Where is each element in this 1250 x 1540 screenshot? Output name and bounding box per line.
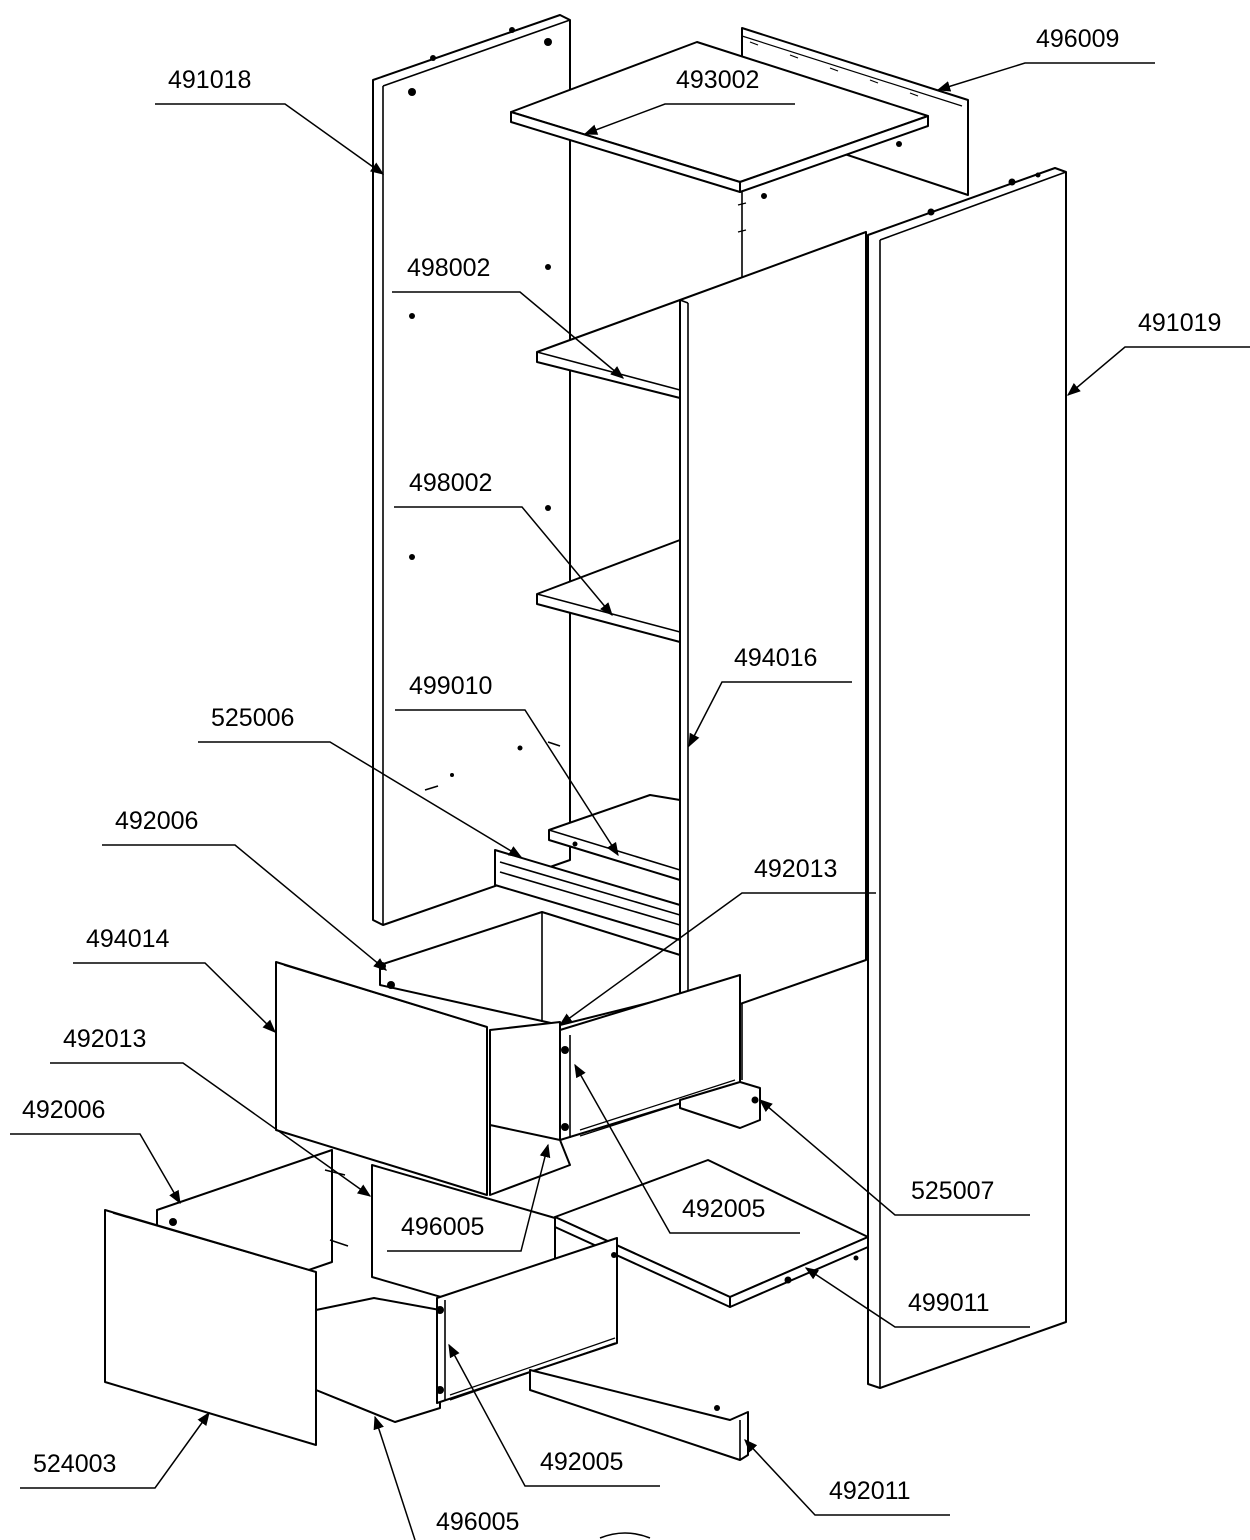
callout-499010-label: 499010 [409, 672, 492, 700]
upper-drawer-back [489, 1124, 571, 1196]
bottom-panel-499011 [554, 1159, 869, 1308]
callout-494016: 494016 [688, 644, 852, 748]
callout-496005-upper-label: 496005 [401, 1213, 484, 1241]
rail-525006 [494, 849, 681, 941]
callout-491018-label: 491018 [168, 66, 251, 94]
callout-525007-label: 525007 [911, 1177, 994, 1205]
top-panel-493002 [510, 41, 929, 199]
callout-492006-lower-label: 492006 [22, 1096, 105, 1124]
callout-492006-upper: 492006 [102, 807, 388, 971]
callout-492006-upper-label: 492006 [115, 807, 198, 835]
callout-494016-label: 494016 [734, 644, 817, 672]
callout-493002-label: 493002 [676, 66, 759, 94]
partial-arc-mark [599, 1532, 651, 1539]
callout-492005-upper-label: 492005 [682, 1195, 765, 1223]
callout-492006-lower: 492006 [10, 1096, 181, 1205]
callout-499010: 499010 [395, 672, 619, 857]
callout-524003-label: 524003 [33, 1450, 116, 1478]
callout-491018: 491018 [155, 66, 385, 175]
door-494016 [679, 231, 867, 1026]
rail-525007 [679, 1081, 761, 1129]
callout-499011: 499011 [804, 1267, 1030, 1328]
callout-494014: 494014 [73, 925, 276, 1033]
callout-492013-lower: 492013 [50, 1025, 372, 1197]
callout-492013-upper: 492013 [558, 855, 876, 1026]
right-side-panel-491019 [867, 167, 1067, 1389]
callouts: 491018 493002 496009 498002 491019 49800… [10, 25, 1250, 1540]
callout-494014-label: 494014 [86, 925, 170, 953]
callout-525007: 525007 [758, 1099, 1030, 1216]
cabinet-parts [104, 14, 1067, 1461]
drawer-front-494014 [275, 961, 488, 1196]
callout-492011: 492011 [744, 1439, 950, 1516]
callout-492005-lower-label: 492005 [540, 1448, 623, 1476]
callout-496005-lower: 496005 [373, 1415, 519, 1540]
callout-499011-label: 499011 [908, 1289, 990, 1317]
callout-498002-middle-label: 498002 [409, 469, 492, 497]
callout-496005-upper: 496005 [387, 1143, 551, 1252]
left-side-panel-491018 [372, 14, 571, 926]
callout-524003: 524003 [20, 1411, 210, 1489]
callout-493002: 493002 [583, 66, 795, 135]
lower-drawer-bottom-496005 [315, 1297, 441, 1423]
callout-498002-middle: 498002 [394, 469, 613, 617]
callout-496009-label: 496009 [1036, 25, 1119, 53]
callout-525006-label: 525006 [211, 704, 294, 732]
callout-492013-lower-label: 492013 [63, 1025, 146, 1053]
drawer-front-524003 [104, 1209, 317, 1446]
plinth-492011 [529, 1369, 749, 1461]
callout-498002-upper-label: 498002 [407, 254, 490, 282]
callout-492013-upper-label: 492013 [754, 855, 837, 883]
callout-525006: 525006 [198, 704, 523, 858]
callout-492005-upper: 492005 [574, 1063, 800, 1234]
callout-492005-lower: 492005 [448, 1343, 660, 1487]
callout-492011-label: 492011 [829, 1477, 911, 1505]
callout-491019: 491019 [1066, 309, 1250, 396]
callout-496005-lower-label: 496005 [436, 1508, 519, 1536]
callout-498002-upper: 498002 [392, 254, 625, 379]
callout-496009: 496009 [936, 25, 1155, 92]
callout-491019-label: 491019 [1138, 309, 1221, 337]
